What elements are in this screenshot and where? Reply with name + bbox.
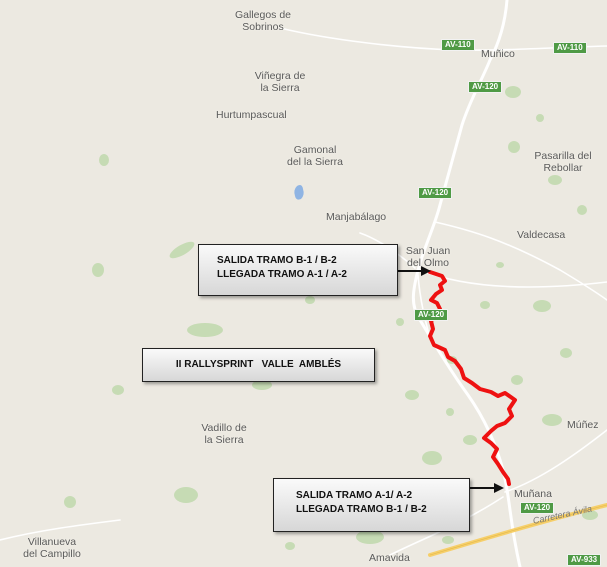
place-vadillo-de-la-sierra: Vadillo de la Sierra — [184, 422, 264, 446]
road-shield-av110: AV-110 — [553, 42, 587, 54]
place-munez: Múñez — [567, 419, 599, 431]
place-hurtumpascual: Hurtumpascual — [216, 109, 287, 121]
place-label-line: del la Sierra — [286, 156, 344, 168]
callout-line: SALIDA TRAMO B-1 / B-2 — [217, 255, 337, 266]
callout-line: LLEGADA TRAMO B-1 / B-2 — [296, 504, 427, 515]
place-label-line: Sobrinos — [242, 21, 284, 33]
road-shield-av120: AV-120 — [418, 187, 453, 199]
place-label-line: Gamonal — [293, 144, 337, 156]
place-label-line: San Juan — [405, 245, 451, 257]
place-label-line: del Olmo — [406, 257, 449, 269]
place-munico: Muñico — [481, 48, 515, 60]
place-label-line: del Campillo — [23, 548, 81, 560]
rally-stage-route — [428, 270, 517, 486]
road-shield-av120: AV-120 — [520, 502, 555, 514]
road-shield-av120: AV-120 — [414, 309, 449, 321]
place-label-line: la Sierra — [204, 434, 244, 446]
place-pasarilla-del-rebollar: Pasarilla del Rebollar — [523, 150, 603, 174]
place-villanueva-del-campillo: Villanueva del Campillo — [12, 536, 92, 560]
place-gamonal-del-la-sierra: Gamonal del la Sierra — [275, 144, 355, 168]
road-shield-av110: AV-110 — [441, 39, 475, 51]
place-label-line: Rebollar — [543, 162, 583, 174]
place-label-line: Vadillo de — [201, 422, 247, 434]
place-munana: Muñana — [514, 488, 552, 500]
main-roads — [411, 0, 607, 567]
place-label-line: la Sierra — [260, 82, 300, 94]
callout-line: SALIDA TRAMO A-1/ A-2 — [296, 490, 413, 501]
callout-start-a-finish-b: SALIDA TRAMO A-1/ A-2 LLEGADA TRAMO B-1 … — [273, 478, 470, 532]
place-gallegos-de-sobrinos: Gallegos de Sobrinos — [223, 9, 303, 33]
place-label-line: Villanueva — [27, 536, 77, 548]
place-manjabalago: Manjabálago — [326, 211, 387, 223]
road-shield-av933: AV-933 — [567, 554, 602, 566]
rallysprint-title: II RALLYSPRINT VALLE AMBLÉS — [175, 359, 342, 370]
place-label-line: Gallegos de — [234, 9, 292, 21]
place-valdecasa: Valdecasa — [517, 229, 566, 241]
place-label-line: Viñegra de — [254, 70, 306, 82]
place-san-juan-del-olmo: San Juan del Olmo — [398, 245, 458, 269]
callout-line: LLEGADA TRAMO A-1 / A-2 — [217, 269, 347, 280]
place-vinegra-de-la-sierra: Viñegra de la Sierra — [240, 70, 320, 94]
place-amavida: Amavida — [369, 552, 410, 564]
road-shield-av120: AV-120 — [468, 81, 503, 93]
callout-arrows — [398, 266, 504, 493]
callout-start-b-finish-a: SALIDA TRAMO B-1 / B-2 LLEGADA TRAMO A-1… — [198, 244, 398, 296]
place-label-line: Pasarilla del — [534, 150, 592, 162]
rallysprint-title-box: II RALLYSPRINT VALLE AMBLÉS — [142, 348, 375, 382]
reservoir-water — [294, 185, 304, 200]
